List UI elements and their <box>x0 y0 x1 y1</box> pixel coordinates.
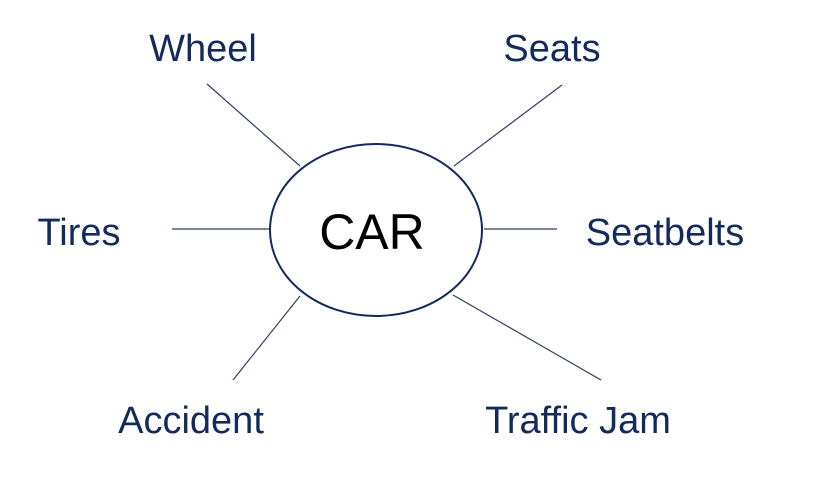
center-label: CAR <box>319 204 425 260</box>
center-node <box>269 143 483 317</box>
spoke-seats <box>453 84 563 167</box>
node-seatbelts: Seatbelts <box>586 212 744 254</box>
spoke-traffic-jam <box>452 294 602 381</box>
node-seats: Seats <box>503 28 600 70</box>
node-accident: Accident <box>118 400 264 442</box>
node-traffic-jam: Traffic Jam <box>485 400 671 442</box>
node-tires: Tires <box>37 212 120 254</box>
spoke-accident <box>232 295 301 381</box>
spoke-wheel <box>206 83 301 167</box>
node-wheel: Wheel <box>149 28 257 70</box>
